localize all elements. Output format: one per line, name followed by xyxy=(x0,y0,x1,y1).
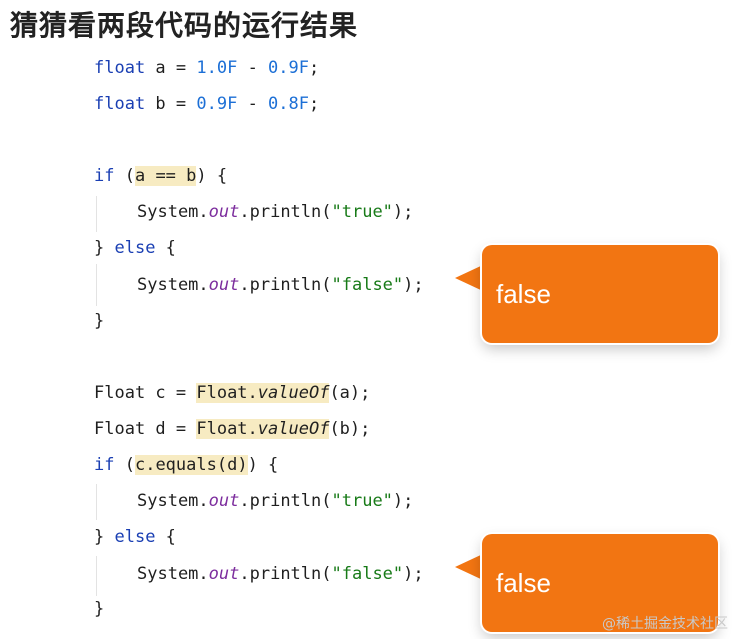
code-text: (b) xyxy=(329,419,361,439)
code-text: (a) xyxy=(329,383,361,403)
code-text: ); xyxy=(392,491,414,511)
result-callout-2: false xyxy=(482,534,718,632)
method-name: valueOf xyxy=(257,383,330,403)
callout-pointer xyxy=(455,264,485,292)
field-name: out xyxy=(208,202,240,222)
code-line-8: Float c = Float.valueOf(a); xyxy=(94,381,370,405)
code-text: System. xyxy=(137,564,209,584)
method-name: valueOf xyxy=(257,419,330,439)
code-line-10: if (c.equals(d)) { xyxy=(94,453,278,477)
code-text: ; xyxy=(309,58,320,78)
code-text: .println( xyxy=(239,275,332,295)
field-name: out xyxy=(208,491,240,511)
keyword: if xyxy=(94,455,115,475)
code-text: ( xyxy=(114,455,135,475)
code-text: } xyxy=(94,311,105,331)
number-literal: 0.8F xyxy=(268,94,309,114)
code-text: b = xyxy=(145,94,197,114)
callout-pointer xyxy=(455,553,485,581)
string-literal: "false" xyxy=(331,275,404,295)
code-text: ; xyxy=(309,94,320,114)
code-text: } xyxy=(94,527,115,547)
code-line-9: Float d = Float.valueOf(b); xyxy=(94,417,370,441)
code-text: { xyxy=(155,238,176,258)
string-literal: "true" xyxy=(331,202,393,222)
indent-guide xyxy=(96,556,97,596)
result-text: false xyxy=(496,279,551,309)
code-line-14: } xyxy=(94,597,104,621)
keyword: else xyxy=(114,238,156,258)
result-text: false xyxy=(496,568,551,598)
code-text: Float. xyxy=(196,383,258,403)
code-text: Float c = xyxy=(94,383,197,403)
page-title: 猜猜看两段代码的运行结果 xyxy=(10,9,359,42)
code-text: ) { xyxy=(247,455,279,475)
operator: - xyxy=(237,58,269,78)
code-text: System. xyxy=(137,491,209,511)
keyword: else xyxy=(114,527,156,547)
code-line-7: } xyxy=(94,309,104,333)
field-name: out xyxy=(208,275,240,295)
code-text: .println( xyxy=(239,202,332,222)
code-line-5: } else { xyxy=(94,236,176,260)
code-text: } xyxy=(94,599,105,619)
code-line-2: float b = 0.9F - 0.8F; xyxy=(94,92,319,116)
code-text: a = xyxy=(145,58,197,78)
indent-guide xyxy=(96,484,97,520)
field-name: out xyxy=(208,564,240,584)
code-text: ) { xyxy=(196,166,228,186)
highlighted-expression: c.equals(d) xyxy=(134,455,248,475)
code-line-11: System.out.println("true"); xyxy=(137,489,413,513)
number-literal: 0.9F xyxy=(268,58,309,78)
indent-guide xyxy=(96,264,97,306)
highlighted-expression: Float.valueOf xyxy=(196,383,330,403)
code-text: { xyxy=(155,527,176,547)
string-literal: "true" xyxy=(331,491,393,511)
code-text: ; xyxy=(360,383,371,403)
operator: - xyxy=(237,94,269,114)
watermark: @稀土掘金技术社区 xyxy=(602,616,728,632)
code-text: .println( xyxy=(239,491,332,511)
code-text: ); xyxy=(403,275,424,295)
code-text: ); xyxy=(403,564,424,584)
code-text: System. xyxy=(137,275,209,295)
string-literal: "false" xyxy=(331,564,404,584)
code-line-12: } else { xyxy=(94,525,176,549)
code-text: Float d = xyxy=(94,419,197,439)
indent-guide xyxy=(96,196,97,232)
code-text: System. xyxy=(137,202,209,222)
result-callout-1: false xyxy=(482,245,718,343)
highlighted-expression: a == b xyxy=(134,166,197,186)
highlighted-expression: Float.valueOf xyxy=(196,419,330,439)
keyword: float xyxy=(94,58,146,78)
number-literal: 1.0F xyxy=(196,58,238,78)
code-text: .println( xyxy=(239,564,332,584)
code-line-13: System.out.println("false"); xyxy=(137,562,424,586)
code-text: } xyxy=(94,238,115,258)
code-text: ; xyxy=(360,419,371,439)
number-literal: 0.9F xyxy=(196,94,238,114)
code-line-4: System.out.println("true"); xyxy=(137,200,413,224)
code-text: Float. xyxy=(196,419,258,439)
keyword: float xyxy=(94,94,146,114)
code-line-6: System.out.println("false"); xyxy=(137,273,424,297)
code-text: ( xyxy=(114,166,135,186)
code-line-3: if (a == b) { xyxy=(94,164,227,188)
code-line-1: float a = 1.0F - 0.9F; xyxy=(94,56,319,80)
code-text: ); xyxy=(392,202,414,222)
keyword: if xyxy=(94,166,115,186)
